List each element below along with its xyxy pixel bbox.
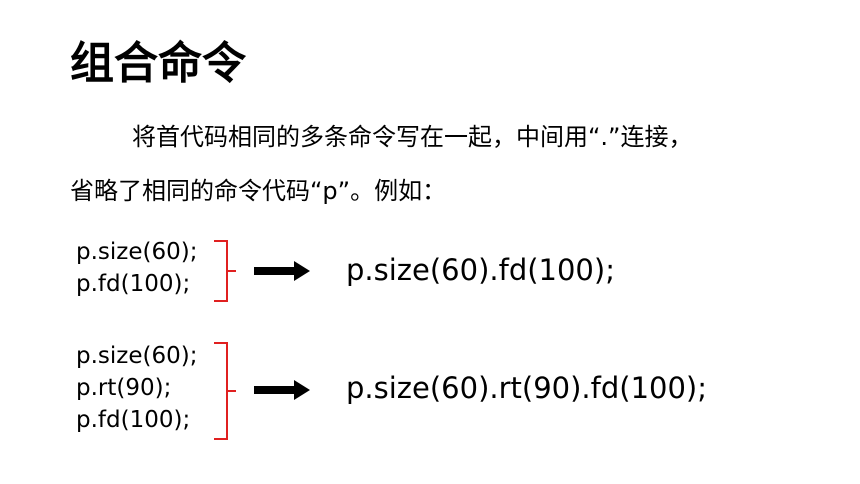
code-line: p.rt(90); [76, 375, 172, 401]
bracket-tick [226, 270, 236, 272]
code-line: p.size(60); [76, 343, 198, 369]
example-1: p.size(60); p.fd(100); p.size(60).fd(100… [0, 236, 860, 316]
example-2-result: p.size(60).rt(90).fd(100); [346, 371, 708, 405]
bracket-icon [214, 342, 236, 440]
example-1-result: p.size(60).fd(100); [346, 253, 615, 287]
code-line: p.fd(100); [76, 407, 191, 433]
example-1-source: p.size(60); p.fd(100); [76, 236, 197, 300]
right-arrow-icon [254, 261, 310, 281]
example-2-source: p.size(60); p.rt(90); p.fd(100); [76, 340, 197, 436]
bracket-tick [226, 390, 236, 392]
bracket-icon [214, 240, 236, 302]
description-line-2: 省略了相同的命令代码“p”。例如： [70, 177, 447, 205]
description-line-1: 将首代码相同的多条命令写在一起，中间用“.”连接， [132, 123, 693, 151]
right-arrow-icon [254, 380, 310, 400]
example-2: p.size(60); p.rt(90); p.fd(100); p.size(… [0, 340, 860, 444]
code-line: p.fd(100); [76, 271, 191, 297]
description: 将首代码相同的多条命令写在一起，中间用“.”连接， 省略了相同的命令代码“p”。… [70, 110, 830, 218]
page-title: 组合命令 [70, 38, 246, 89]
code-line: p.size(60); [76, 239, 198, 265]
